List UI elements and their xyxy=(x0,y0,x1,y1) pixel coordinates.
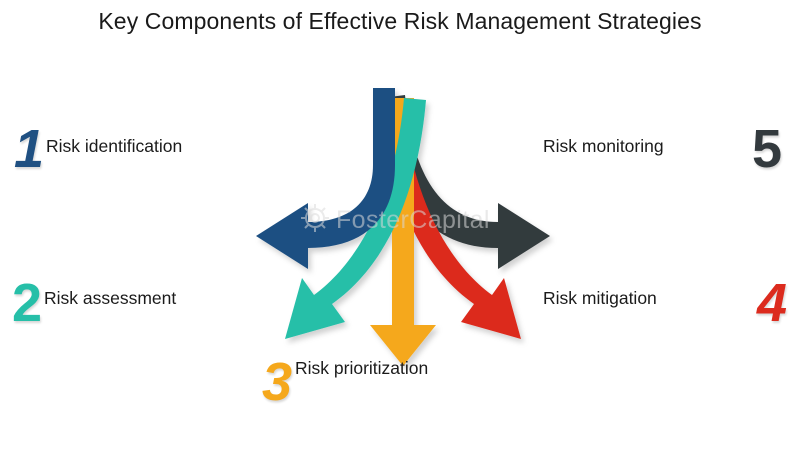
arrow-risk-monitoring-icon xyxy=(382,95,550,269)
page-title: Key Components of Effective Risk Managem… xyxy=(98,8,702,34)
component-label-risk-assessment: Risk assessment xyxy=(44,288,177,308)
component-label-risk-monitoring: Risk monitoring xyxy=(543,136,664,156)
arrow-risk-prioritization-icon xyxy=(370,98,436,366)
component-number-5: 5 xyxy=(752,119,783,179)
component-number-3: 3 xyxy=(262,352,293,412)
component-number-1: 1 xyxy=(14,119,45,179)
component-number-2: 2 xyxy=(12,273,43,333)
risk-management-arrow-diagram xyxy=(230,70,580,370)
component-label-risk-prioritization: Risk prioritization xyxy=(295,358,429,378)
component-label-risk-mitigation: Risk mitigation xyxy=(543,288,657,308)
component-number-4: 4 xyxy=(757,273,788,333)
component-label-risk-identification: Risk identification xyxy=(46,136,183,156)
arrow-risk-identification-icon xyxy=(256,88,395,269)
arrow-risk-assessment-icon xyxy=(285,98,426,339)
